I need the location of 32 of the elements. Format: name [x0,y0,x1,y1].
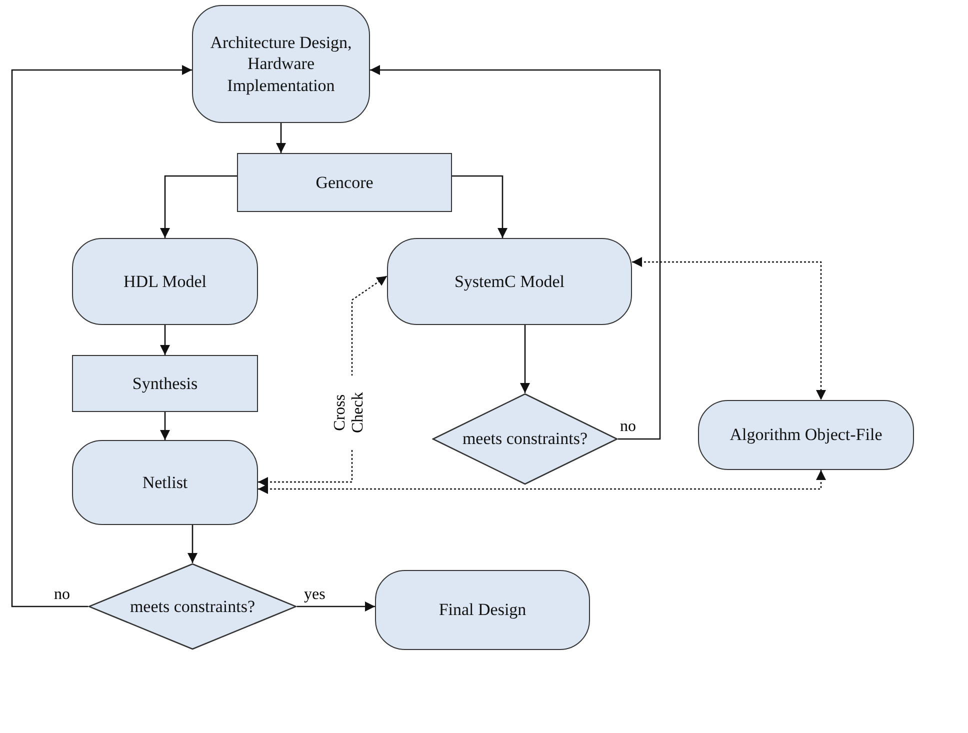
arrow [160,412,170,440]
node-label: Netlist [142,472,188,492]
terminal-box [698,400,914,470]
terminal-box [72,238,258,325]
node-label: Algorithm Object-File [730,425,882,444]
terminal-box [192,5,370,123]
terminal-box [387,238,632,325]
process-box [72,355,258,412]
decision-diamond [88,563,297,650]
dotted-connector [258,470,826,494]
arrow [297,602,375,612]
arrow [452,175,508,238]
node-label: Architecture Design, Hardware Implementation [210,33,352,95]
node-label: Gencore [316,172,374,192]
arrow [188,525,198,563]
arrow [160,325,170,355]
node-label: Final Design [438,600,526,620]
node-label: meets constraints? [462,429,588,448]
arrow [11,65,192,608]
terminal-box [375,570,590,650]
arrow [276,123,286,153]
node-label: meets constraints? [130,596,256,616]
arrow [160,175,237,238]
arrow [370,65,661,440]
decision-diamond [432,393,618,485]
dotted-connector [632,257,826,400]
terminal-box [72,440,258,525]
process-box [237,153,452,212]
node-label: HDL Model [124,272,206,291]
arrow [520,325,530,393]
node-label: SystemC Model [454,272,565,291]
node-label: Synthesis [132,374,198,393]
